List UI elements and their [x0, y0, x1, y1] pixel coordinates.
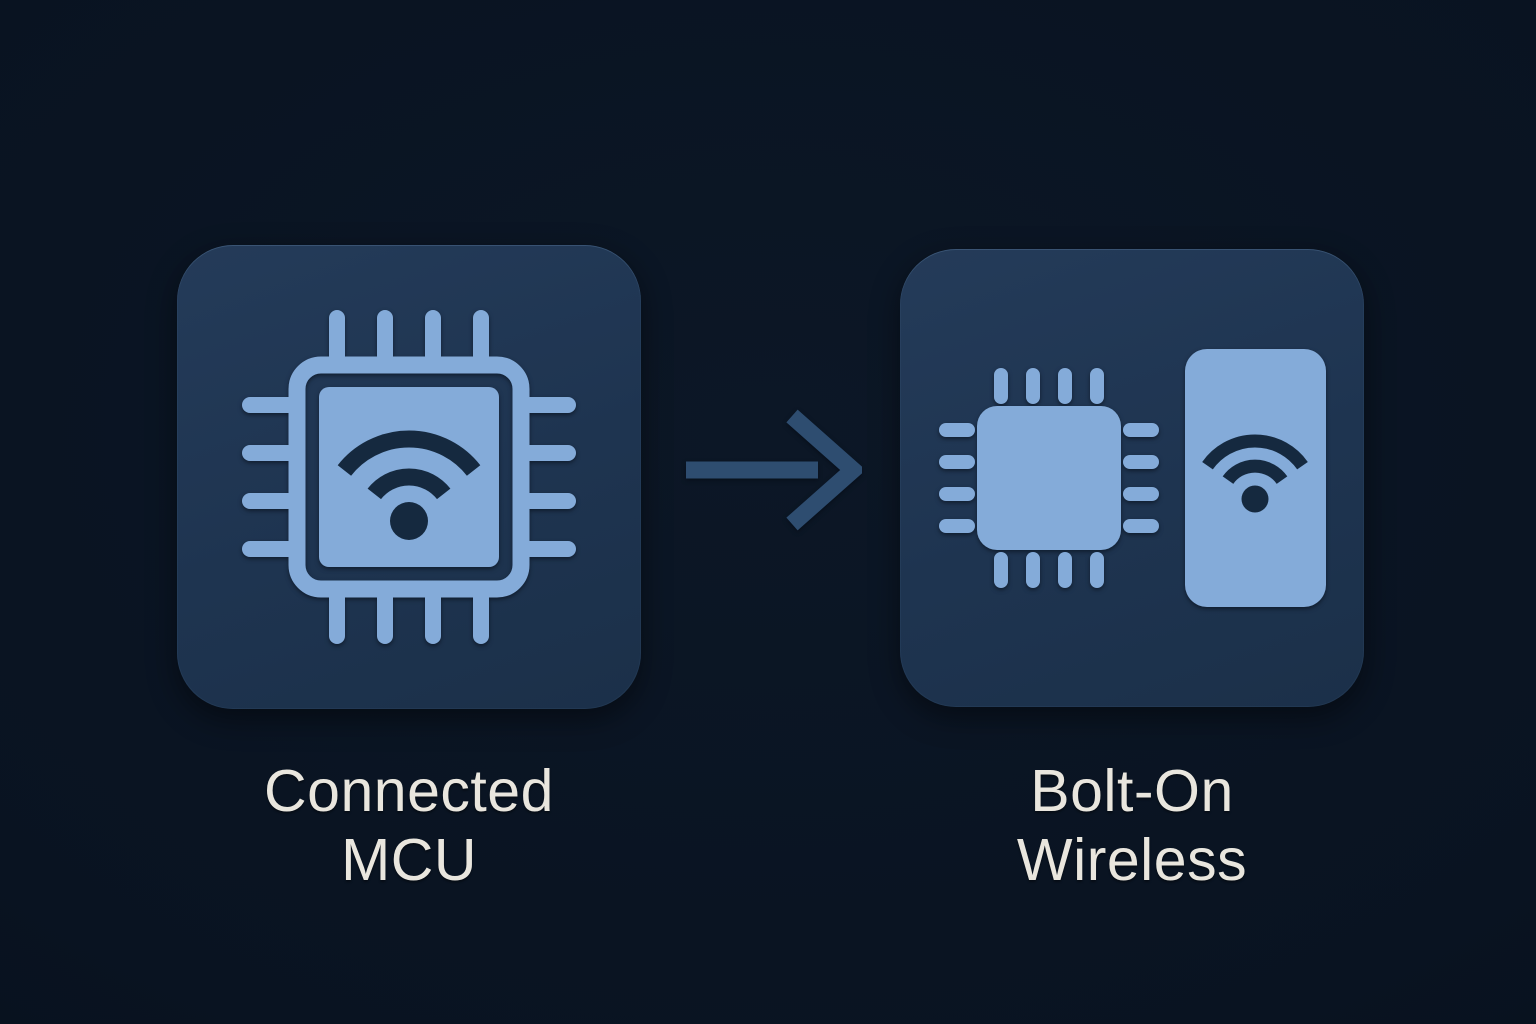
bolt-on-wireless-card [900, 249, 1364, 707]
bolt-on-wireless-label: Bolt-On Wireless [900, 757, 1364, 895]
connected-mcu-label-line1: Connected [264, 758, 554, 824]
bolt-on-wireless-label-line2: Wireless [1016, 827, 1248, 893]
chip-package-outline [288, 356, 530, 598]
arrow-right-icon [686, 408, 862, 532]
mcu-chip-icon [938, 368, 1159, 588]
wifi-icon [1201, 434, 1308, 513]
bolt-on-wireless-label-line1: Bolt-On [1030, 758, 1234, 824]
connected-mcu-label: Connected MCU [177, 757, 641, 895]
module-body [1184, 349, 1326, 607]
connected-mcu-label-line2: MCU [341, 827, 477, 893]
chip-pins [938, 368, 1159, 588]
wifi-icon [337, 430, 481, 540]
chip-body [976, 406, 1121, 550]
chip-pins [242, 310, 576, 644]
wireless-module-icon [1184, 349, 1326, 607]
bolt-on-icon-group [938, 349, 1326, 607]
connected-mcu-card [177, 245, 641, 709]
wifi-mcu-chip-icon [242, 310, 576, 644]
